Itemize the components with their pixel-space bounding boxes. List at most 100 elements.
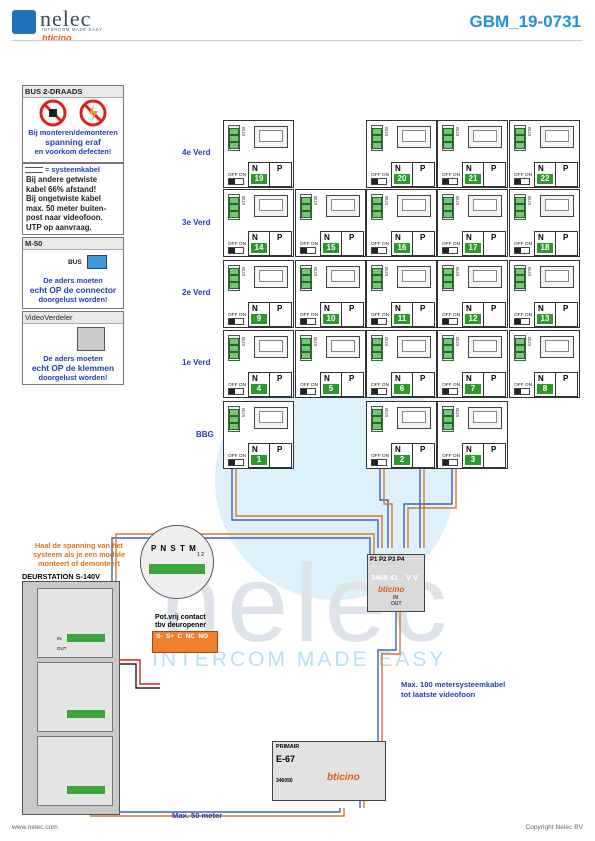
apartment-number: 12: [465, 314, 481, 324]
terminal-screw: [301, 275, 311, 282]
terminal-screw: [301, 338, 311, 345]
monitor-unit: BUS N P 8 OFF ON: [509, 330, 580, 398]
videoverdeler-icon: [77, 327, 105, 351]
np-box: N P 2: [391, 443, 435, 468]
np-box: N P 3: [462, 443, 506, 468]
bus-label: BUS: [455, 196, 460, 206]
apartment-number: 2: [394, 455, 410, 465]
station-title: DEURSTATION S-140V: [22, 572, 100, 581]
video-monitor-icon: [254, 407, 288, 429]
p-label: P: [563, 233, 569, 242]
n-label: N: [324, 374, 330, 383]
n-label: N: [538, 164, 544, 173]
terminal-screw: [229, 416, 239, 423]
monitor-unit: BUS N P 15 OFF ON: [295, 189, 366, 257]
bus-warning-line1: Bij monteren/demonteren: [28, 128, 118, 137]
offon-label: OFF ON: [514, 313, 533, 318]
terminal-screw: [372, 345, 382, 352]
p-label: P: [277, 445, 283, 454]
cable-line4: max. 50 meter buiten-: [26, 203, 107, 213]
cable-line2: kabel 66% afstand!: [26, 184, 97, 194]
system-cable-panel: = systeemkabel Bij andere getwiste kabel…: [22, 163, 124, 235]
terminal-screw: [372, 416, 382, 423]
p-label: P: [491, 233, 497, 242]
apartment-number: 4: [251, 384, 267, 394]
terminal-screw: [301, 282, 311, 289]
offon-label: OFF ON: [371, 313, 390, 318]
offon-label: OFF ON: [442, 454, 461, 459]
monitor-unit: BUS N P 19 OFF ON: [223, 120, 294, 188]
terminal-screw: [515, 352, 525, 359]
bus-label: BUS: [384, 127, 389, 137]
bus-label: BUS: [455, 337, 460, 347]
cable-line5: post naar videofoon.: [26, 213, 103, 223]
header-divider: [12, 40, 583, 41]
p-label: P: [491, 304, 497, 313]
bus-label: BUS: [241, 408, 246, 418]
apartment-number: 16: [394, 243, 410, 253]
bus-warning-line2: spanning eraf: [45, 137, 101, 147]
terminal-screw: [301, 204, 311, 211]
np-box: N P 4: [248, 372, 292, 397]
dip-switch: [442, 459, 458, 466]
np-box: N P 21: [462, 162, 506, 187]
video-monitor-icon: [540, 336, 574, 358]
n-label: N: [538, 233, 544, 242]
n-label: N: [252, 164, 258, 173]
m50-line3: doorgelust worden!: [38, 295, 108, 304]
bus-label: BUS: [313, 267, 318, 277]
apartment-number: 5: [323, 384, 339, 394]
power-supply: PRIMAIR E-67 346050 bticino: [272, 741, 386, 801]
terminal-screw: [301, 211, 311, 218]
monitor-unit: BUS N P 12 OFF ON: [437, 260, 508, 328]
video-monitor-icon: [540, 195, 574, 217]
bus-warning-panel: BUS 2-DRAADS Bij monteren/demonteren spa…: [22, 85, 124, 163]
station-note-line1: Haal de spanning van het: [35, 541, 123, 550]
bus-label: BUS: [313, 337, 318, 347]
apartment-number: 15: [323, 243, 339, 253]
zoom-terminal: [149, 564, 205, 574]
dip-switch: [300, 318, 316, 325]
terminal-screw: [515, 338, 525, 345]
video-monitor-icon: [540, 266, 574, 288]
vv-line1: De aders moeten: [43, 354, 103, 363]
np-box: N P 13: [534, 302, 578, 327]
bus-label: BUS: [527, 196, 532, 206]
bus-label: BUS: [384, 267, 389, 277]
terminal-screw: [372, 204, 382, 211]
vv-panel-title: VideoVerdeler: [23, 312, 123, 324]
distributor-codes: 3468 41: [371, 573, 399, 582]
offon-label: OFF ON: [300, 313, 319, 318]
terminal-screw: [443, 211, 453, 218]
station-out: OUT: [57, 646, 67, 651]
apartment-number: 8: [537, 384, 553, 394]
power-primair: PRIMAIR: [276, 744, 300, 750]
nelec-logo-icon: [12, 10, 36, 34]
power-brand: bticino: [327, 772, 360, 783]
dip-switch: [300, 247, 316, 254]
dip-switch: [371, 318, 387, 325]
terminal-screw: [372, 275, 382, 282]
apartment-number: 3: [465, 455, 481, 465]
offon-label: OFF ON: [228, 313, 247, 318]
offon-label: OFF ON: [442, 383, 461, 388]
terminal-screw: [443, 282, 453, 289]
monitor-unit: BUS N P 7 OFF ON: [437, 330, 508, 398]
np-box: N P 16: [391, 231, 435, 256]
p-label: P: [491, 374, 497, 383]
bus-label: BUS: [313, 196, 318, 206]
apartment-number: 14: [251, 243, 267, 253]
dip-switch: [228, 318, 244, 325]
terminal-screw: [229, 211, 239, 218]
offon-label: OFF ON: [442, 313, 461, 318]
monitor-unit: BUS N P 10 OFF ON: [295, 260, 366, 328]
offon-label: OFF ON: [514, 383, 533, 388]
n-label: N: [395, 445, 401, 454]
apartment-number: 1: [251, 455, 267, 465]
np-box: N P 9: [248, 302, 292, 327]
apartment-number: 21: [465, 174, 481, 184]
p-label: P: [491, 164, 497, 173]
brand-tagline: INTERCOM MADE EASY: [42, 27, 103, 32]
terminal-screw: [443, 128, 453, 135]
terminal-screw: [443, 409, 453, 416]
